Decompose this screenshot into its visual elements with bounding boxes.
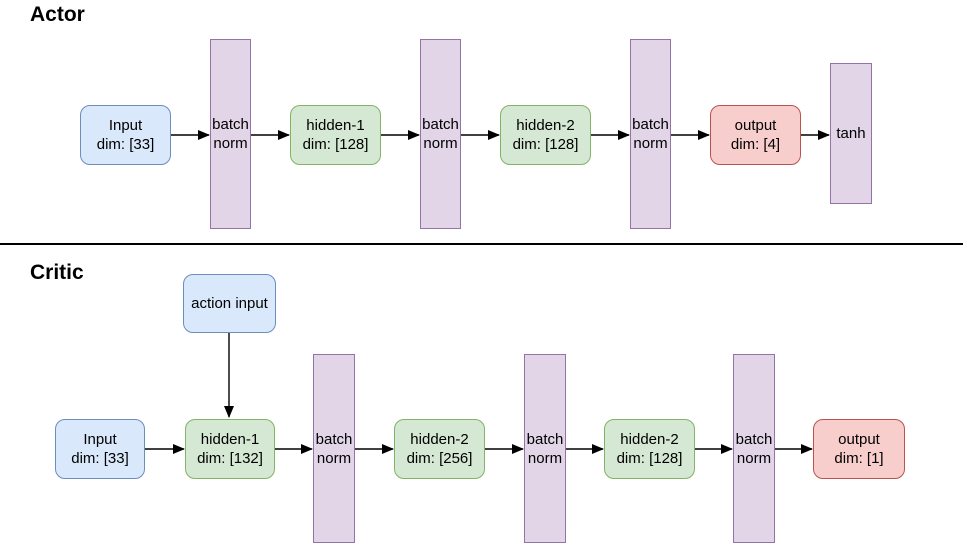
- actor-node-hidden-1: hidden-1 dim: [128]: [290, 105, 381, 165]
- critic-node-hidden-1: hidden-1 dim: [132]: [185, 419, 275, 479]
- critic-node-batch-norm-3: batch norm: [733, 354, 775, 543]
- critic-section-title: Critic: [30, 261, 84, 284]
- actor-node-output: output dim: [4]: [710, 105, 801, 165]
- critic-node-hidden-2b: hidden-2 dim: [128]: [604, 419, 695, 479]
- critic-node-output: output dim: [1]: [813, 419, 905, 479]
- critic-node-batch-norm-1: batch norm: [313, 354, 355, 543]
- critic-node-action-input: action input: [183, 274, 276, 333]
- actor-node-batch-norm-1: batch norm: [210, 39, 251, 229]
- critic-node-hidden-2a: hidden-2 dim: [256]: [394, 419, 485, 479]
- actor-node-hidden-2: hidden-2 dim: [128]: [500, 105, 591, 165]
- section-divider: [0, 243, 963, 245]
- critic-node-input: Input dim: [33]: [55, 419, 145, 479]
- actor-node-tanh: tanh: [830, 63, 872, 204]
- actor-node-input: Input dim: [33]: [80, 105, 171, 165]
- critic-node-batch-norm-2: batch norm: [524, 354, 566, 543]
- actor-node-batch-norm-2: batch norm: [420, 39, 461, 229]
- actor-section-title: Actor: [30, 3, 85, 26]
- actor-node-batch-norm-3: batch norm: [630, 39, 671, 229]
